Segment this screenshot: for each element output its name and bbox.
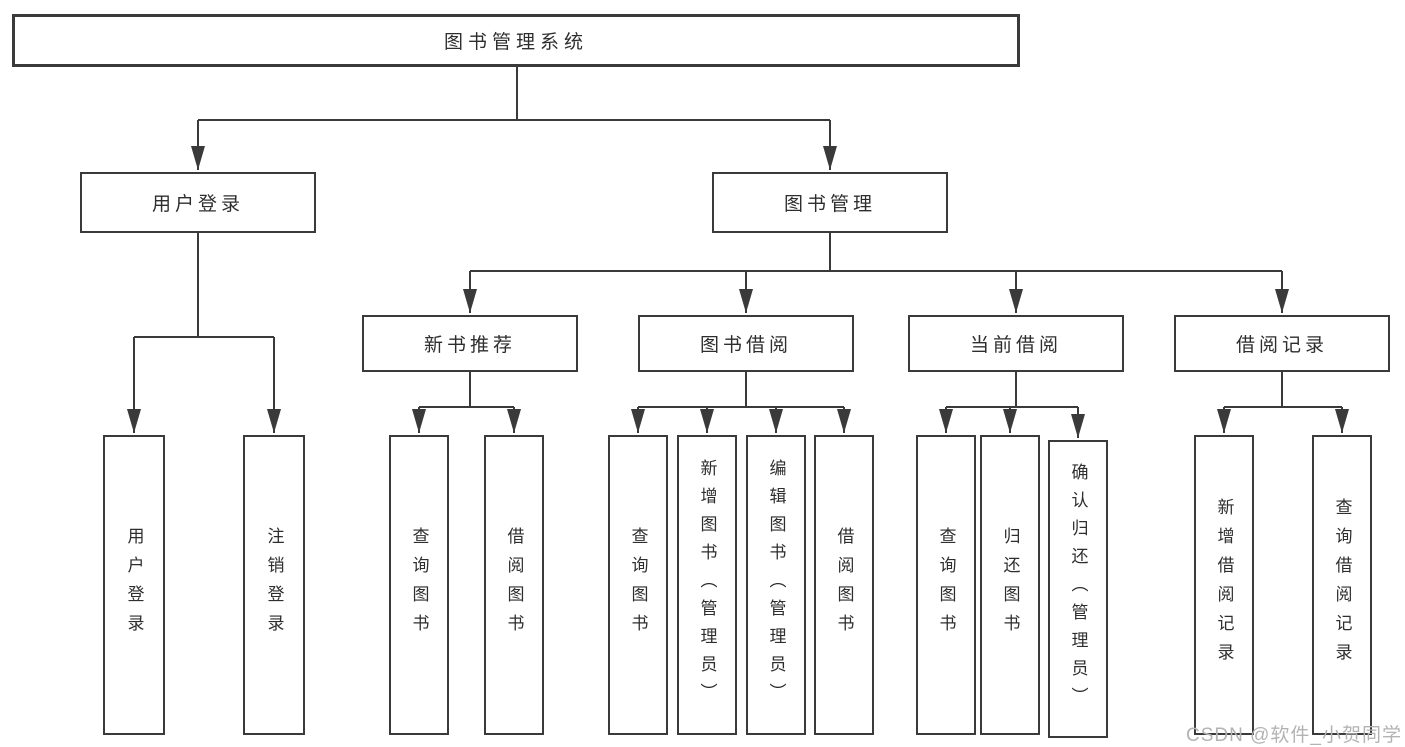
leaf-confirm-return-admin: 确认归还（管理员）	[1048, 440, 1108, 738]
leaf-query-borrow-record: 查询借阅记录	[1312, 435, 1372, 735]
leaf-query-books-current: 查询图书	[916, 435, 976, 735]
node-book-management: 图书管理	[712, 172, 948, 233]
leaf-edit-book-admin: 编辑图书（管理员）	[746, 435, 806, 735]
node-current-borrowing: 当前借阅	[908, 315, 1124, 372]
node-library-management-system: 图书管理系统	[12, 14, 1020, 67]
leaf-query-books-recommend: 查询图书	[389, 435, 449, 735]
node-new-book-recommend: 新书推荐	[362, 315, 578, 372]
leaf-add-book-admin: 新增图书（管理员）	[677, 435, 737, 735]
leaf-query-books-borrowing: 查询图书	[608, 435, 668, 735]
node-book-borrowing: 图书借阅	[638, 315, 854, 372]
leaf-add-borrow-record: 新增借阅记录	[1194, 435, 1254, 735]
leaf-user-login: 用户登录	[103, 435, 165, 735]
node-borrowing-records: 借阅记录	[1174, 315, 1390, 372]
leaf-logout: 注销登录	[243, 435, 305, 735]
node-user-login: 用户登录	[80, 172, 316, 233]
leaf-borrow-books-recommend: 借阅图书	[484, 435, 544, 735]
leaf-return-books: 归还图书	[980, 435, 1040, 735]
csdn-watermark: CSDN @软件_小贺同学	[1186, 725, 1402, 746]
leaf-borrow-books: 借阅图书	[814, 435, 874, 735]
